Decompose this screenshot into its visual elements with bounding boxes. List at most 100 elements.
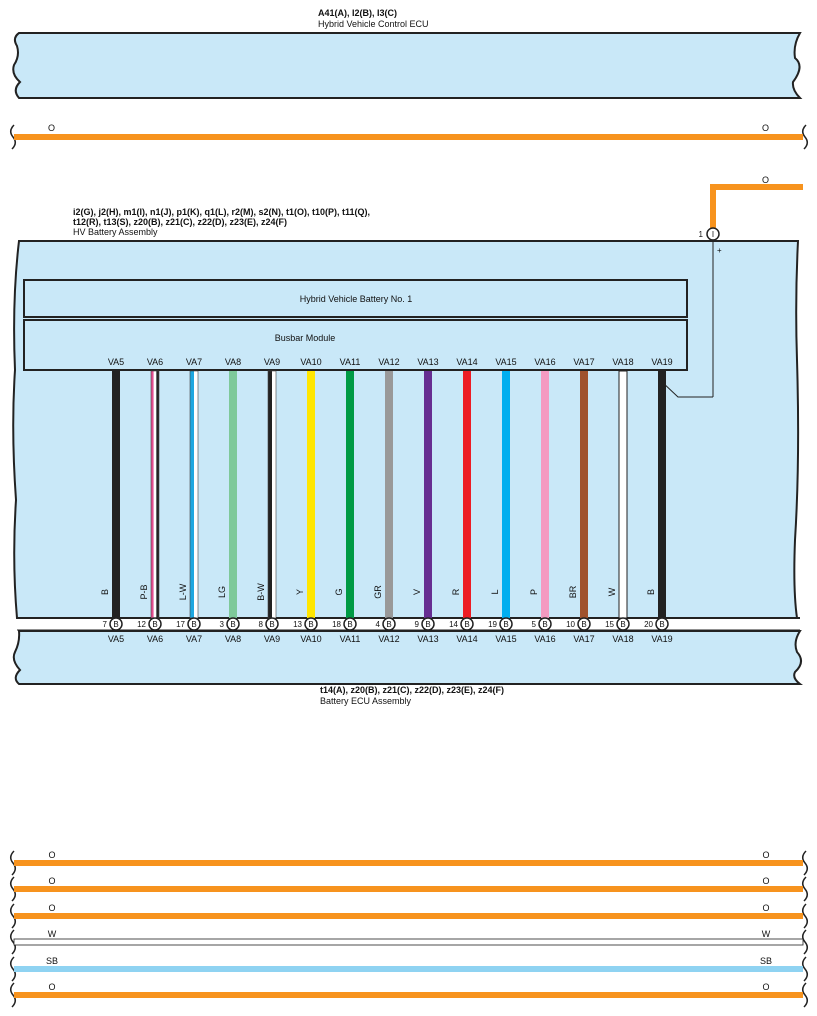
hv-battery-code-2: t12(R), t13(S), z20(B), z21(C), z22(D), … [73,217,287,227]
pin-connector [577,617,591,631]
break-mark-right [802,903,808,929]
break-mark-left [10,124,16,150]
pin-connector-letter: B [464,620,469,629]
pin-connector [616,617,630,631]
wire-body [229,371,237,618]
wire-bottom-label: VA14 [456,634,477,644]
wire-bottom-label: VA11 [340,634,361,644]
wire-bottom-label: VA8 [225,634,241,644]
break-mark-right [802,929,808,955]
positive-terminal-polarity: + [717,246,722,255]
wire-color-code: B-W [256,583,266,601]
pin-connector-letter: B [581,620,586,629]
wire-color-code: V [412,589,422,595]
wire-bottom-label: VA17 [573,634,594,644]
wire-bottom-label: VA9 [264,634,280,644]
break-mark-left [10,929,16,955]
pin-connector [538,617,552,631]
wire-stripe [190,371,194,618]
hybrid-ecu-box [12,32,803,99]
wire-top-label: VA10 [300,357,321,367]
pin-number: 10 [566,620,575,629]
break-mark-left [10,982,16,1008]
hv-battery-no1-label: Hybrid Vehicle Battery No. 1 [300,294,413,304]
hybrid-ecu-name: Hybrid Vehicle Control ECU [318,19,429,29]
pin-connector [655,617,669,631]
wire-bottom-label: VA15 [495,634,516,644]
wire-stripe [268,371,272,618]
wire-body [346,371,354,618]
pin-number: 18 [332,620,341,629]
wire-top-label: VA9 [264,357,280,367]
wire-color-code: LG [217,586,227,598]
bottom-wire-left-label: O [48,903,55,913]
wire-top-label: VA11 [340,357,361,367]
break-mark-right [802,124,808,150]
bottom-wire-left-label: O [48,850,55,860]
pin-number: 9 [415,620,420,629]
wire-top-label: VA15 [495,357,516,367]
positive-terminal-connector [706,227,720,241]
pin-connector-letter: B [308,620,313,629]
wire-color-code: B [100,589,110,595]
wire-color-code: L-W [178,583,188,600]
pin-number: 3 [220,620,225,629]
wire-color-code: P [529,589,539,595]
pin-number: 8 [259,620,264,629]
pin-connector-letter: B [152,620,157,629]
pin-connector-letter: B [386,620,391,629]
break-mark-right [802,982,808,1008]
wire-bottom-label: VA18 [612,634,633,644]
wire-color-code: L [490,589,500,594]
hybrid-ecu-code: A41(A), I2(B), I3(C) [318,8,397,18]
wire-stripe [153,371,157,618]
battery-ecu-code: t14(A), z20(B), z21(C), z22(D), z23(E), … [320,685,504,695]
pin-number: 13 [293,620,302,629]
hv-battery-no1-box [23,279,688,318]
break-mark-left [10,876,16,902]
wire-top-label: VA14 [456,357,477,367]
wire-color-code: R [451,588,461,595]
pin-connector [460,617,474,631]
wire-color-code: W [607,587,617,596]
wire-body [385,371,393,618]
pin-connector-letter: B [542,620,547,629]
pin-connector-letter: B [659,620,664,629]
pin-connector [343,617,357,631]
wire-top-label: VA17 [573,357,594,367]
wire-body [424,371,432,618]
pin-connector [148,617,162,631]
wire-bottom-label: VA5 [108,634,124,644]
wire-bottom-label: VA12 [378,634,399,644]
bottom-wire-right-label: SB [760,956,772,966]
wire-body [618,370,628,619]
bottom-wire-left-label: W [48,929,57,939]
bottom-wire-right-label: O [762,903,769,913]
wire-bottom-label: VA16 [534,634,555,644]
battery-ecu-name: Battery ECU Assembly [320,696,412,706]
battery-ecu-box [12,630,803,685]
break-mark-right [802,876,808,902]
wire-bottom-label: VA10 [300,634,321,644]
wire-stripe [194,371,198,618]
pin-number: 15 [605,620,614,629]
wire-top-label: VA12 [378,357,399,367]
pin-number: 19 [488,620,497,629]
wire-body [541,371,549,618]
hv-battery-code-1: i2(G), j2(H), m1(I), n1(J), p1(K), q1(L)… [73,207,370,217]
pin-connector-letter: B [425,620,430,629]
pin-connector-letter: B [230,620,235,629]
pin-number: 17 [176,620,185,629]
